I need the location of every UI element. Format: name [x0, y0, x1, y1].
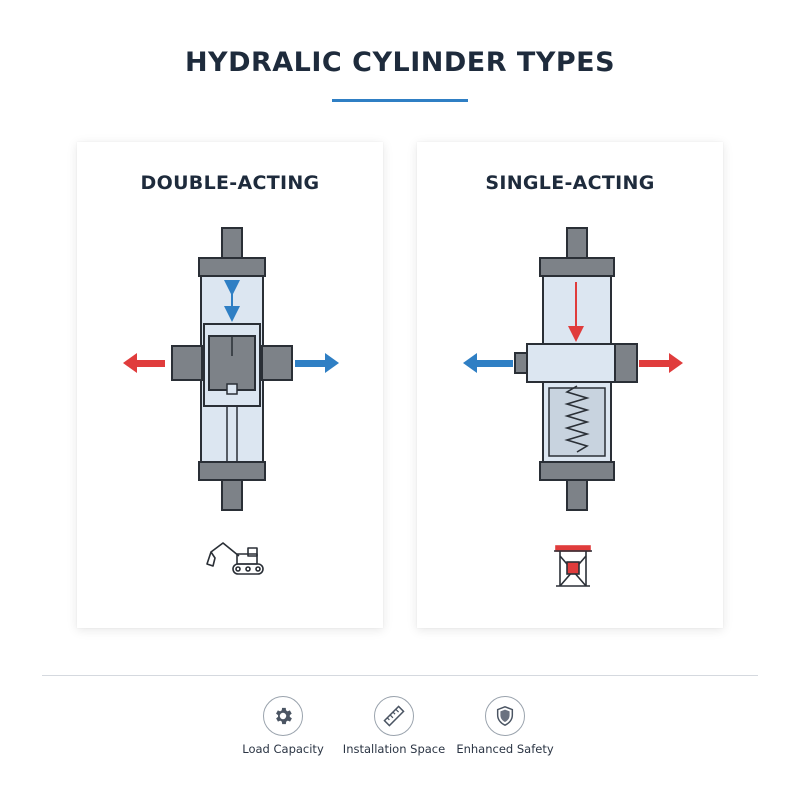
single-acting-heading: SINGLE-ACTING [485, 172, 655, 194]
excavator-icon [206, 542, 264, 575]
page-title: HYDRALIC CYLINDER TYPES [184, 47, 616, 78]
top-cap [539, 257, 615, 277]
double-acting-heading: DOUBLE-ACTING [140, 172, 320, 194]
feature-installation-space: Installation Space [324, 696, 464, 756]
right-arrow-head [669, 353, 683, 373]
return-spring [564, 385, 590, 453]
double-acting-card: DOUBLE-ACTING [77, 142, 383, 628]
bottom-cap [539, 461, 615, 481]
gear-icon [263, 696, 303, 736]
press-icon [554, 545, 592, 587]
section-divider [42, 675, 758, 676]
ruler-icon [374, 696, 414, 736]
feature-load-capacity: Load Capacity [213, 696, 353, 756]
feature-label: Load Capacity [242, 742, 324, 756]
left-arrow-shaft [135, 360, 165, 367]
feature-label: Installation Space [342, 742, 446, 756]
bottom-cap [198, 461, 266, 481]
left-port [171, 345, 203, 381]
feature-enhanced-safety: Enhanced Safety [435, 696, 575, 756]
right-arrow-shaft [295, 360, 325, 367]
right-arrow-shaft [639, 360, 669, 367]
feature-label: Enhanced Safety [456, 742, 554, 756]
bottom-rod [221, 479, 243, 511]
right-port [614, 343, 638, 383]
left-arrow-head [463, 353, 477, 373]
single-acting-cylinder-diagram [463, 227, 683, 587]
top-rod [566, 227, 588, 259]
top-rod [221, 227, 243, 259]
left-arrow-head [123, 353, 137, 373]
left-port [514, 352, 528, 374]
bottom-rod [566, 479, 588, 511]
shield-icon [485, 696, 525, 736]
right-port [261, 345, 293, 381]
left-arrow-shaft [475, 360, 513, 367]
title-underline [332, 99, 468, 102]
top-cap [198, 257, 266, 277]
double-acting-cylinder-diagram [123, 227, 339, 575]
right-arrow-head [325, 353, 339, 373]
single-acting-card: SINGLE-ACTING [417, 142, 723, 628]
